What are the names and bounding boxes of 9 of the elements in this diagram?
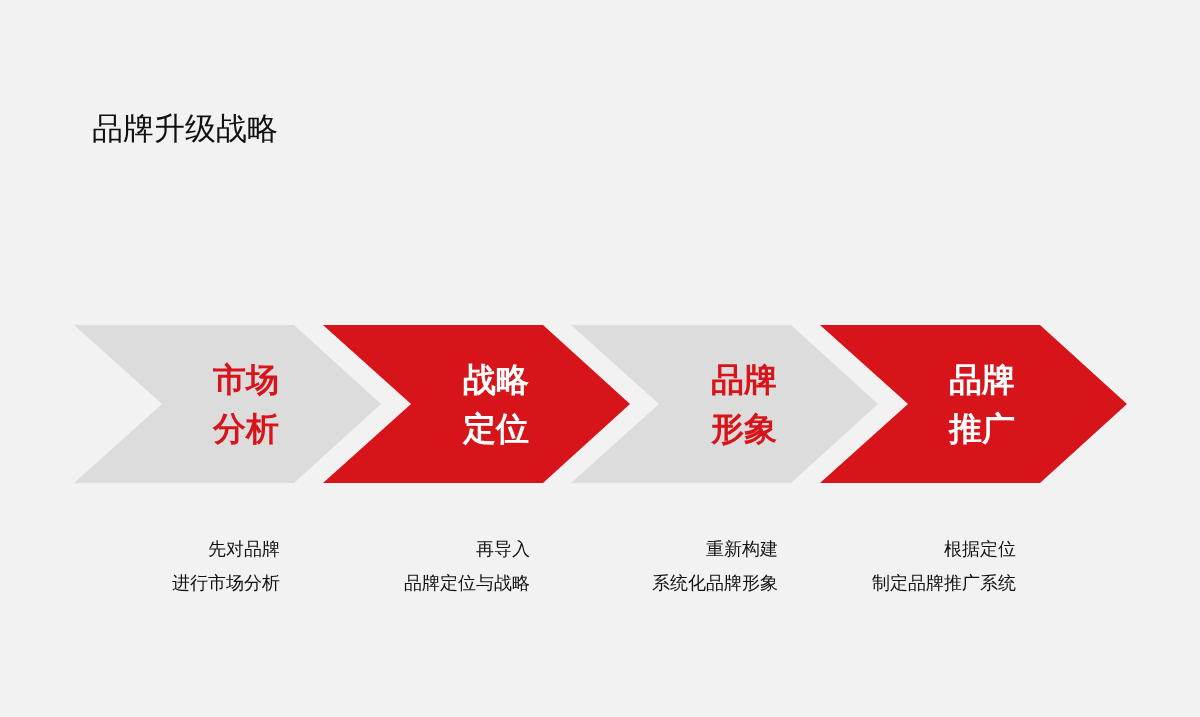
step-description: 重新构建系统化品牌形象: [652, 537, 778, 595]
process-step: 品牌推广: [820, 325, 1127, 483]
process-step: 市场分析: [74, 325, 381, 483]
diagram-title: 品牌升级战略: [92, 109, 278, 148]
step-description: 再导入品牌定位与战略: [404, 537, 530, 595]
process-step: 战略定位: [323, 325, 630, 483]
step-description: 根据定位制定品牌推广系统: [872, 537, 1016, 595]
process-step: 品牌形象: [571, 325, 878, 483]
step-description: 先对品牌进行市场分析: [172, 537, 280, 595]
